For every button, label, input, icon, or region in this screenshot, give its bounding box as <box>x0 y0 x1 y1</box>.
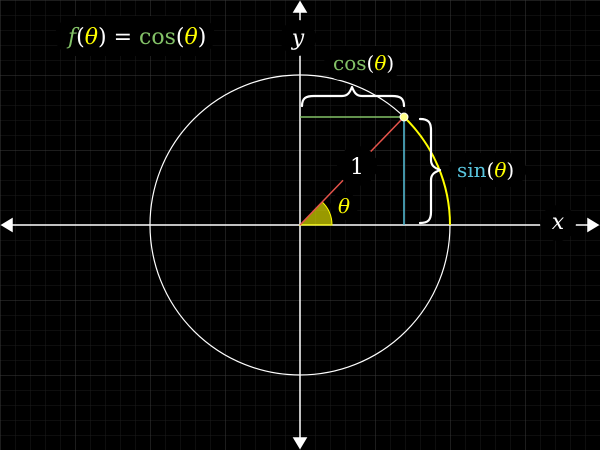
function-label: f(θ) = cos(θ) <box>66 25 206 50</box>
y-axis-label-background <box>280 20 316 56</box>
x-axis-label-background <box>540 205 576 241</box>
cosine-label-background <box>324 46 402 80</box>
radius-label-background <box>337 146 377 186</box>
x-axis-left-arrow-icon <box>0 217 13 233</box>
cosine-brace <box>300 85 406 108</box>
y-axis-label: y <box>291 26 305 51</box>
radius-label: 1 <box>350 155 364 180</box>
theta-arc-on-circle <box>403 116 451 226</box>
y-axis-bottom-arrow-icon <box>292 437 308 450</box>
point-on-circle <box>399 112 409 122</box>
function-label-background <box>55 16 215 56</box>
sine-label-background <box>448 153 526 187</box>
angle-label-background <box>330 192 358 220</box>
sine-label: sin(θ) <box>457 158 514 182</box>
x-axis-right-arrow-icon <box>587 217 600 233</box>
sine-brace <box>418 117 442 225</box>
angle-label: θ <box>338 194 350 218</box>
y-axis-top-arrow-icon <box>292 0 308 13</box>
x-axis-label: x <box>552 210 565 235</box>
cosine-label: cos(θ) <box>333 51 394 75</box>
